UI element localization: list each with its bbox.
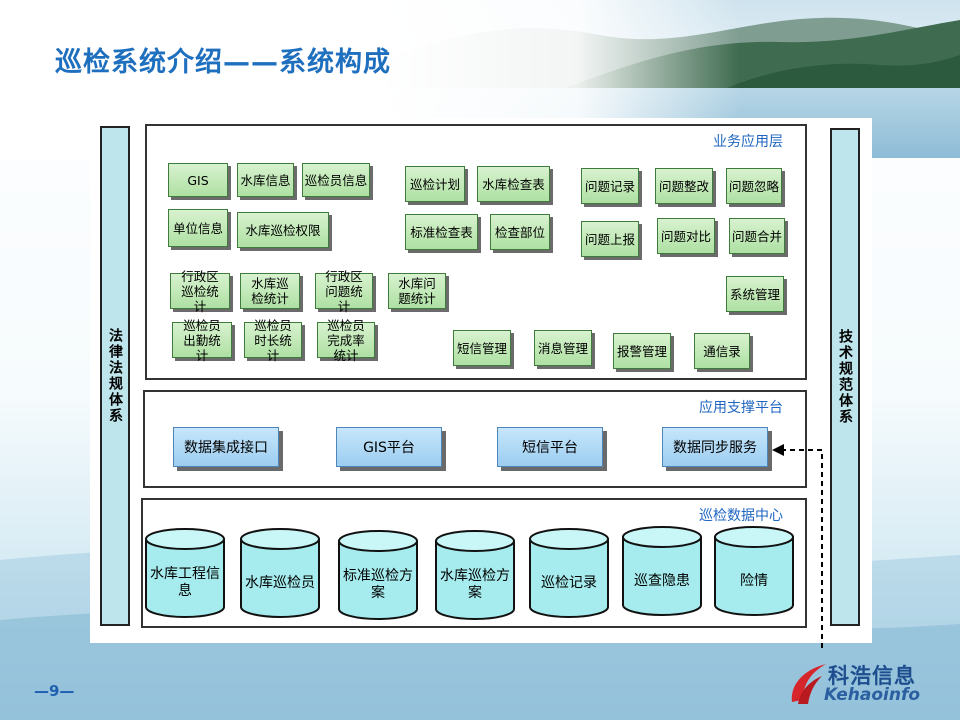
- gis-platform: GIS平台: [336, 427, 442, 467]
- database-cylinder-icon: [435, 530, 515, 620]
- patrol-plan-module: 巡检计划: [405, 166, 465, 202]
- inspector-attendance-stats-module: 巡检员出勤统计: [172, 318, 232, 363]
- data-sync-service: 数据同步服务: [662, 427, 768, 467]
- district-issue-stats-module: 行政区问题统计: [315, 269, 373, 314]
- reservoir-issue-stats-module: 水库问题统计: [388, 273, 446, 309]
- database-label: 巡检记录: [541, 574, 597, 591]
- database-label: 标准巡检方案: [343, 568, 413, 601]
- unit-info-module: 单位信息: [168, 209, 228, 247]
- inspector-duration-stats-module: 巡检员时长统计: [244, 318, 302, 363]
- inspector-info-module: 巡检员信息: [302, 163, 370, 197]
- database-label: 水库巡检员: [245, 574, 315, 591]
- database-label: 水库工程信息: [150, 566, 220, 599]
- gis-module: GIS: [168, 163, 228, 197]
- issue-rectify-module: 问题整改: [655, 168, 713, 204]
- alarm-management-module: 报警管理: [613, 333, 671, 369]
- reservoir-permission-module: 水库巡检权限: [237, 212, 329, 248]
- legal-regulation-bar: 法律法规体系: [100, 126, 130, 626]
- issue-report-module: 问题上报: [581, 221, 639, 257]
- company-logo: 科浩信息 Kehaoinfo: [786, 658, 936, 708]
- issue-merge-module: 问题合并: [729, 218, 785, 254]
- reservoir-info-module: 水库信息: [237, 163, 294, 197]
- database-patrol-records: 巡检记录: [528, 527, 610, 619]
- slide-title: 巡检系统介绍——系统构成: [55, 47, 391, 78]
- database-reservoir-plan: 水库巡检方案: [434, 529, 516, 621]
- database-cylinder-icon: [714, 526, 794, 616]
- inspector-completion-stats-module: 巡检员完成率统计: [317, 318, 375, 363]
- technical-standard-bar: 技术规范体系: [830, 128, 860, 626]
- database-label: 水库巡检方案: [440, 568, 510, 601]
- message-management-module: 消息管理: [534, 330, 592, 366]
- sms-platform: 短信平台: [497, 427, 603, 467]
- database-cylinder-icon: [240, 528, 320, 618]
- database-label: 险情: [740, 572, 768, 589]
- database-cylinder-icon: [529, 528, 609, 618]
- database-cylinder-icon: [145, 528, 225, 618]
- reservoir-checklist-module: 水库检查表: [477, 166, 550, 202]
- data-center-layer-title: 巡检数据中心: [699, 508, 783, 524]
- database-cylinder-icon: [622, 526, 702, 616]
- support-layer-title: 应用支撑平台: [699, 400, 783, 416]
- sms-management-module: 短信管理: [453, 330, 511, 366]
- database-reservoir-inspectors: 水库巡检员: [239, 527, 321, 619]
- business-layer-title: 业务应用层: [713, 134, 783, 150]
- standard-checklist-module: 标准检查表: [405, 214, 478, 250]
- database-label: 巡查隐患: [634, 572, 690, 589]
- logo-chinese-text: 科浩信息: [828, 664, 916, 688]
- issue-record-module: 问题记录: [581, 168, 639, 204]
- contacts-module: 通信录: [694, 333, 750, 369]
- system-management-module: 系统管理: [726, 276, 784, 312]
- logo-english-text: Kehaoinfo: [824, 685, 921, 705]
- database-hazards: 巡查隐患: [621, 525, 703, 617]
- page-number: —9—: [34, 682, 75, 700]
- database-engineering-info: 水库工程信息: [144, 527, 226, 619]
- database-standard-plan: 标准巡检方案: [337, 529, 419, 621]
- data-integration-interface: 数据集成接口: [173, 427, 279, 467]
- technical-standard-label: 技术规范体系: [837, 329, 853, 425]
- issue-compare-module: 问题对比: [657, 218, 715, 254]
- reservoir-patrol-stats-module: 水库巡检统计: [240, 273, 300, 309]
- database-cylinder-icon: [338, 530, 418, 620]
- database-danger: 险情: [713, 525, 795, 617]
- legal-regulation-label: 法律法规体系: [107, 328, 123, 424]
- issue-ignore-module: 问题忽略: [726, 168, 782, 204]
- district-patrol-stats-module: 行政区巡检统计: [170, 269, 230, 314]
- logo-swoosh-icon: [791, 664, 826, 704]
- check-parts-module: 检查部位: [490, 214, 550, 250]
